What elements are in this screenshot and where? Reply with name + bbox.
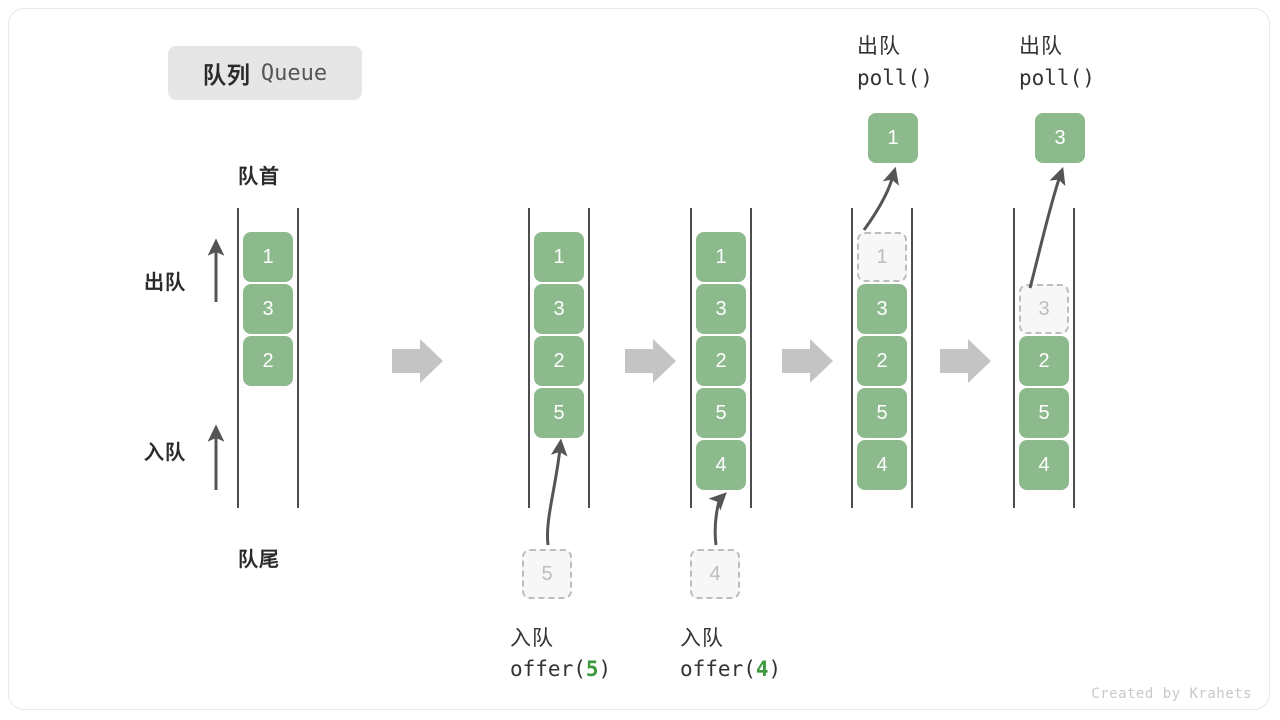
rail-left [237,208,239,508]
queue-cell: 1 [243,232,293,282]
credit-text: Created by Krahets [1091,686,1252,702]
rail-right [297,208,299,508]
op-code-post: ) [1082,66,1095,90]
op-code-post: ) [920,66,933,90]
label-enqueue: 入队 [144,442,186,464]
op-label-cn-offer-5: 入队 [510,627,554,650]
label-head: 队首 [238,166,280,188]
op-label-code-offer-4: offer(4) [680,657,781,681]
op-code-pre: poll( [1019,66,1083,90]
op-code-post: ) [768,657,782,681]
outgoing-cell-3: 3 [1035,113,1085,163]
queue-cell: 5 [857,388,907,438]
queue-cell: 3 [696,284,746,334]
queue-cell: 2 [243,336,293,386]
label-dequeue: 出队 [144,272,186,294]
op-label-code-poll-3: poll() [1019,66,1095,90]
title-en: Queue [260,60,328,86]
incoming-cell-4: 4 [690,549,740,599]
queue-cell: 4 [696,440,746,490]
queue-cell: 5 [696,388,746,438]
title-cn: 队列 [202,62,251,88]
op-label-cn-offer-4: 入队 [680,627,724,650]
rail-right [1073,208,1075,508]
rail-left [690,208,692,508]
queue-cell: 5 [534,388,584,438]
op-code-pre: poll( [857,66,921,90]
rail-right [750,208,752,508]
queue-cell: 2 [696,336,746,386]
queue-cell: 1 [696,232,746,282]
queue-cell: 4 [857,440,907,490]
queue-cell-removed: 3 [1019,284,1069,334]
queue-cell: 3 [243,284,293,334]
op-code-pre: offer( [680,657,756,681]
queue-cell-removed: 1 [857,232,907,282]
rail-left [851,208,853,508]
op-code-arg: 5 [585,657,599,681]
outgoing-cell-1: 1 [868,113,918,163]
rail-left [528,208,530,508]
queue-cell: 2 [857,336,907,386]
op-code-pre: offer( [510,657,586,681]
queue-cell: 5 [1019,388,1069,438]
op-label-cn-poll-3: 出队 [1019,35,1063,58]
rail-right [588,208,590,508]
op-code-arg: 4 [755,657,769,681]
queue-cell: 1 [534,232,584,282]
incoming-cell-5: 5 [522,549,572,599]
queue-cell: 2 [1019,336,1069,386]
label-tail: 队尾 [238,549,280,571]
queue-cell: 3 [857,284,907,334]
rail-left [1013,208,1015,508]
op-code-post: ) [598,657,612,681]
queue-cell: 3 [534,284,584,334]
title-badge: 队列 Queue [168,46,362,100]
rail-right [911,208,913,508]
queue-cell: 2 [534,336,584,386]
op-label-code-offer-5: offer(5) [510,657,611,681]
op-label-cn-poll-1: 出队 [857,35,901,58]
op-label-code-poll-1: poll() [857,66,933,90]
queue-cell: 4 [1019,440,1069,490]
